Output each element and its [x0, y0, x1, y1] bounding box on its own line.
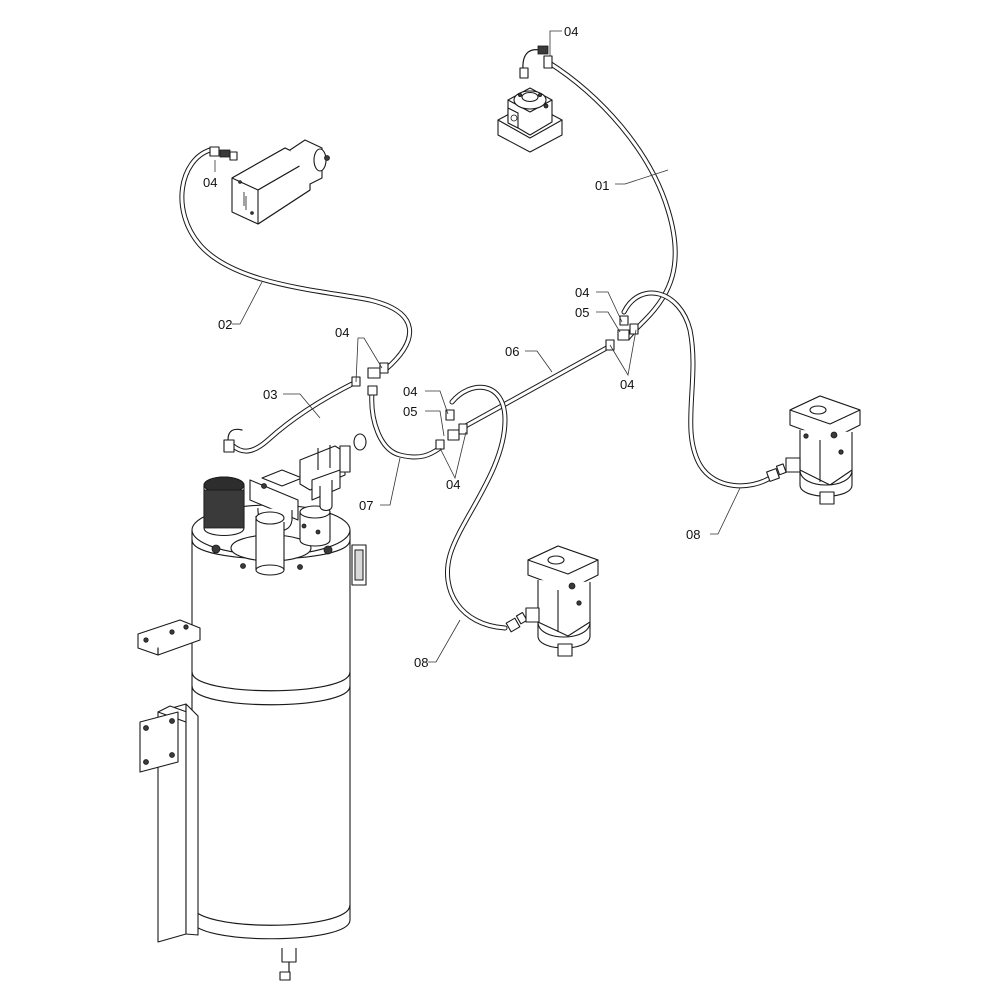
callout-02: 02 [218, 317, 232, 332]
callout-04-center: 04 [335, 325, 349, 340]
callout-05-mid: 05 [403, 404, 417, 419]
motor-icon [231, 139, 330, 225]
callout-08-lower: 08 [414, 655, 428, 670]
callout-labels: 04 01 04 02 04 03 04 05 04 07 06 04 05 0… [203, 24, 700, 670]
hose-07 [369, 389, 443, 460]
valve-block-icon [525, 545, 599, 657]
hose-03 [229, 379, 359, 454]
callout-06: 06 [505, 344, 519, 359]
callout-08-right: 08 [686, 527, 700, 542]
callout-01: 01 [595, 178, 609, 193]
hose-06 [459, 342, 615, 431]
hose-08-lower [444, 384, 508, 631]
pump-icon [497, 87, 563, 153]
callout-04-mid: 04 [403, 384, 417, 399]
callout-04-top: 04 [564, 24, 578, 39]
callout-04-lower: 04 [446, 477, 460, 492]
leader-lines [214, 30, 741, 663]
callout-04-motor: 04 [203, 175, 217, 190]
valve-block-icon [785, 395, 861, 505]
hose-08-right [621, 290, 773, 489]
receiver-tank-icon [191, 433, 367, 981]
callout-07: 07 [359, 498, 373, 513]
hose-01 [545, 59, 678, 341]
callout-04-right: 04 [575, 285, 589, 300]
callout-05-right: 05 [575, 305, 589, 320]
mounting-bracket [137, 619, 201, 943]
callout-04-right-lower: 04 [620, 377, 634, 392]
callout-03: 03 [263, 387, 277, 402]
hose-02 [179, 147, 412, 373]
